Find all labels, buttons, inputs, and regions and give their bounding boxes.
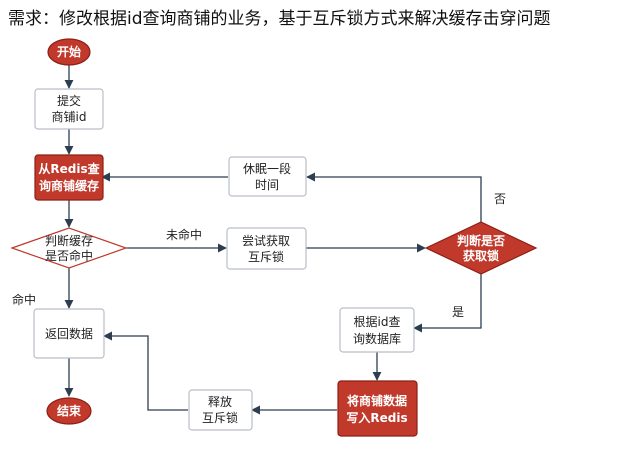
query-db-node: 根据id查 询数据库 (339, 307, 415, 353)
query-redis-label-line1: 从Redis查 (38, 161, 100, 176)
sleep-label-line1: 休眠一段 (243, 161, 291, 176)
start-label: 开始 (57, 44, 81, 59)
release-label-line1: 释放 (208, 394, 232, 409)
edge-yes (413, 274, 482, 333)
try-lock-label-line2: 互斥锁 (248, 249, 284, 264)
query-redis-label-line2: 询商铺缓存 (39, 178, 99, 193)
release-label-line2: 互斥锁 (202, 410, 238, 425)
edge-label-hit: 命中 (12, 292, 36, 307)
release-node: 释放 互斥锁 (188, 389, 253, 431)
end-label: 结束 (57, 403, 82, 418)
lock-check-node: 判断是否 获取锁 (424, 221, 538, 275)
return-node: 返回数据 (33, 308, 105, 359)
query-db-label-line1: 根据id查 (354, 315, 401, 329)
edge-no (306, 172, 482, 222)
start-node: 开始 (47, 38, 91, 66)
try-lock-label-line1: 尝试获取 (242, 233, 290, 248)
write-redis-label-line2: 写入Redis (346, 411, 407, 425)
hit-check-node: 判断缓存 是否命中 (10, 227, 128, 269)
hit-check-label-line1: 判断缓存 (45, 233, 93, 248)
return-label: 返回数据 (45, 326, 93, 341)
query-redis-node: 从Redis查 询商铺缓存 (34, 154, 104, 201)
edges (64, 65, 482, 415)
end-node: 结束 (46, 397, 92, 425)
edge-label-yes: 是 (452, 305, 464, 319)
sleep-label-line2: 时间 (255, 178, 279, 192)
write-redis-node: 将商铺数据 写入Redis (337, 380, 418, 437)
diagram-title: 需求：修改根据id查询商铺的业务，基于互斥锁方式来解决缓存击穿问题 (8, 9, 551, 29)
edge-release-to-return (103, 331, 188, 411)
hit-check-label-line2: 是否命中 (45, 248, 93, 263)
lock-check-label-line2: 获取锁 (462, 248, 499, 263)
sleep-node: 休眠一段 时间 (228, 156, 307, 197)
edge-label-no: 否 (494, 192, 506, 206)
submit-label-line2: 商铺id (52, 109, 87, 124)
write-redis-label-line1: 将商铺数据 (347, 393, 407, 408)
query-db-label-line2: 询数据库 (353, 331, 401, 346)
edge-label-miss: 未命中 (166, 227, 202, 242)
submit-label-line1: 提交 (57, 93, 81, 108)
lock-check-label-line1: 判断是否 (457, 233, 505, 248)
submit-node: 提交 商铺id (34, 88, 104, 130)
try-lock-node: 尝试获取 互斥锁 (226, 227, 307, 270)
